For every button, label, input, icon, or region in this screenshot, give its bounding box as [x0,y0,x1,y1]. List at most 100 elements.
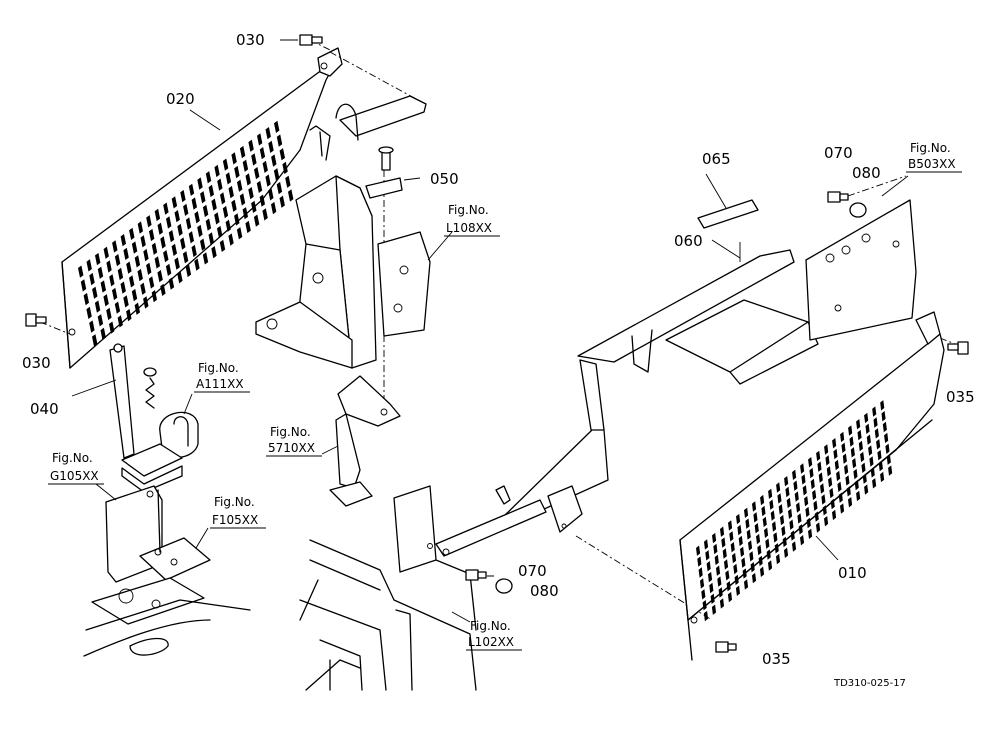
grille-slot [720,526,725,537]
fig-label-g105: Fig.No. [52,451,93,465]
grille-slot [789,519,794,530]
grille-slot [824,516,829,527]
grille-slot [231,199,237,212]
grille-slot [89,320,95,333]
grille-slot [710,593,715,604]
grille-slot [697,556,702,567]
grille-slot [768,488,773,499]
grille-slot [191,197,197,210]
grille-slot [146,215,152,228]
grille-slot [828,477,833,488]
grille-slot [168,230,175,243]
left-grille-slots [78,120,294,347]
grille-slot [868,445,873,456]
grille-slot [696,545,701,556]
grille-slot [117,267,124,281]
grille-slot [117,315,123,328]
grille-slot [248,187,254,200]
grille-slot [83,292,89,306]
grille-slot [772,521,777,532]
grille-slot [746,529,751,540]
grille-slot [86,259,92,272]
grille-slot [725,570,730,581]
grille-slot [222,158,229,171]
fig-ref-l108: L108XX [446,221,492,235]
grille-slot [784,476,789,487]
grille-slot [126,261,132,274]
grille-slot [183,203,189,216]
grille-slot [154,256,160,269]
grille-slot [256,180,263,193]
grille-slot [228,233,234,246]
grille-slot [881,411,886,422]
grille-slot [131,241,138,254]
grille-slot [274,120,280,133]
grille-slot [845,475,850,486]
grille-slot [729,531,734,542]
grille-slot [214,164,220,178]
grille-slot [151,242,158,255]
grille-slot [282,161,288,175]
grille-slot [862,473,867,484]
grille-slot [100,327,106,341]
grille-slot [754,523,759,534]
grille-slot [143,248,149,262]
grille-slot [805,506,810,518]
grille-slot [197,224,203,238]
grille-slot [857,429,862,441]
grille-slot [738,535,743,547]
grille-slot [80,279,87,292]
fig-ref-l102: L102XX [468,635,514,649]
grille-slot [217,225,223,239]
grille-slot [713,543,718,555]
decal-065 [697,199,759,229]
grille-slot [194,211,200,224]
grille-slot [177,223,183,236]
grille-slot [171,243,177,256]
grille-slot [842,453,847,464]
grille-slot [89,272,95,286]
grille-slot [776,482,781,493]
grille-slot [92,286,98,299]
grille-slot [160,283,166,296]
grille-slot [265,174,271,187]
grille-slot [850,447,855,458]
grille-slot [773,532,778,543]
grille-slot [109,321,115,334]
grille-slot [886,454,891,465]
grille-slot [801,474,806,485]
grille-slot [882,421,887,433]
grille-slot [873,417,878,428]
grille-slot [182,251,189,264]
grille-slot [804,496,809,507]
grille-slot [131,288,138,302]
grille-slot [825,455,830,466]
grille-slot [194,258,200,271]
label-080-bottom: 080 [530,582,559,600]
grille-slot [760,494,765,506]
grille-slot [214,212,220,225]
fig-label-f105: Fig.No. [214,495,255,509]
grille-slot [865,423,870,434]
grille-slot [163,202,169,215]
grille-slot [222,205,229,219]
grille-slot [148,276,155,289]
grille-slot [748,540,753,551]
grille-slot [848,425,853,436]
grille-slot [809,467,814,479]
grille-slot [745,518,750,529]
grille-slot [788,508,793,519]
fig-label-l102: Fig.No. [470,619,511,633]
grille-slot [844,464,849,475]
grille-slot [833,448,838,460]
grille-slot [239,145,246,159]
frame-chassis-center [299,485,477,691]
grille-slot [721,537,726,548]
grille-slot [126,308,132,322]
bolt-070-top [827,191,849,203]
label-080-top: 080 [852,164,881,182]
bolt-070-bottom [465,569,487,581]
grille-slot [765,538,770,549]
